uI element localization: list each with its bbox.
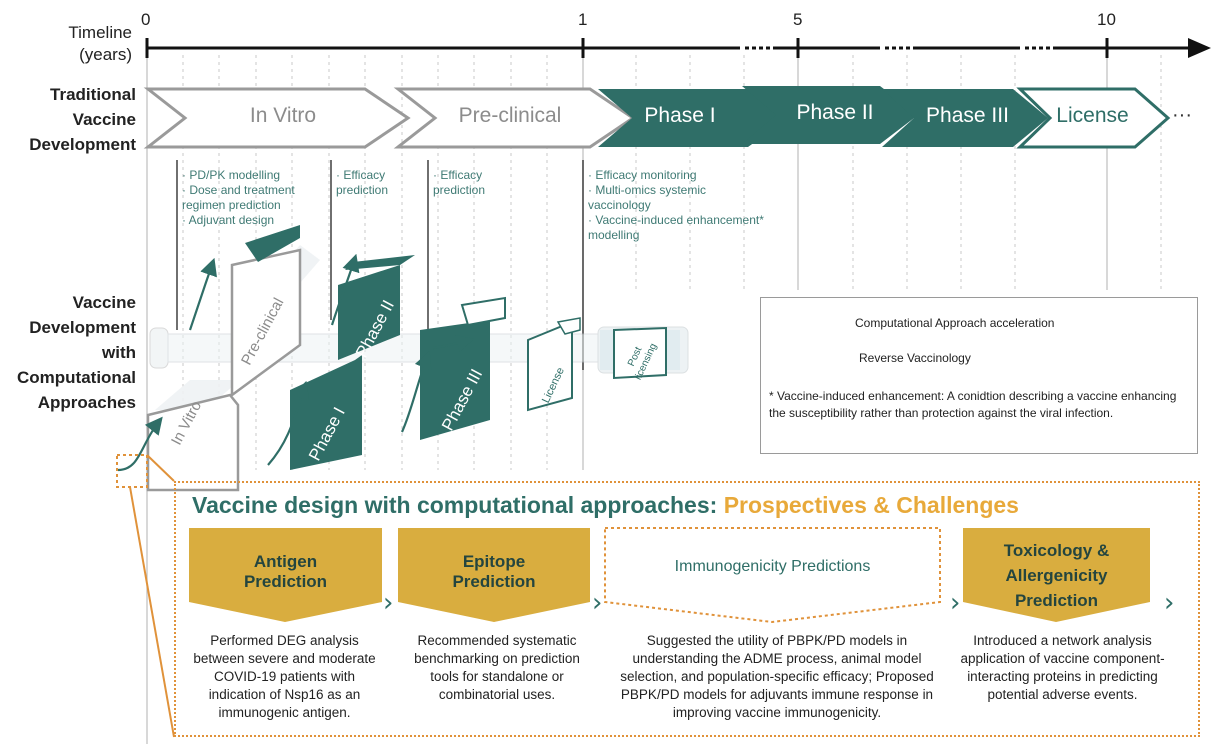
toxicology-desc: Introduced a network analysis applicatio… — [960, 633, 1165, 702]
stage-phase-iii: Phase III — [926, 104, 1009, 127]
stage-pre-clinical: Pre-clinical — [458, 104, 562, 127]
toxicology-label: Toxicology & Allergenicity Prediction — [1003, 541, 1110, 610]
bottom-shields — [189, 527, 1150, 624]
immunogenicity-label: Immunogenicity Predictions — [674, 558, 871, 575]
immunogenicity-desc: Suggested the utility of PBPK/PD models … — [620, 633, 934, 720]
epitope-prediction-label: Epitope Prediction — [452, 552, 536, 591]
row-label-computational: Vaccine Development with Computational A… — [17, 293, 136, 412]
stage-license: License — [1056, 104, 1129, 127]
note-item: · Dose and treatment regimen prediction — [182, 183, 295, 212]
timeline-axis — [145, 38, 1211, 58]
legend-shield-label: Reverse Vaccinology — [859, 351, 971, 365]
epitope-prediction-desc: Recommended systematic benchmarking on p… — [414, 633, 580, 702]
separator-chevron-1: › — [383, 588, 394, 618]
notes-clinical: · Efficacy monitoring · Multi-omics syst… — [588, 168, 788, 243]
row-label-traditional: Traditional Vaccine Development — [29, 85, 136, 154]
separator-chevron-2: › — [592, 588, 603, 618]
antigen-prediction-label: Antigen Prediction — [243, 552, 328, 591]
note-item: · Efficacy monitoring — [588, 168, 697, 182]
note-item: · PD/PK modelling — [182, 168, 281, 182]
traditional-chevrons — [143, 86, 1171, 149]
notes-in-vitro: · PD/PK modelling · Dose and treatment r… — [182, 168, 332, 228]
bottom-title-b: Prospectives & Challenges — [723, 492, 1019, 518]
stage-in-vitro: In Vitro — [249, 104, 317, 127]
legend-arrow-label: Computational Approach acceleration — [855, 316, 1055, 330]
bottom-title-a: Vaccine design with computational approa… — [192, 492, 718, 518]
stage-phase-ii: Phase II — [796, 101, 874, 124]
tick-0: 0 — [141, 10, 151, 29]
syringe — [149, 326, 689, 374]
tick-10: 10 — [1097, 10, 1116, 29]
zoom-indicator — [116, 454, 175, 738]
separator-chevron-3: › — [950, 588, 961, 618]
note-item: · Adjuvant design — [182, 213, 275, 227]
bottom-panel — [174, 481, 1200, 737]
legend-footnote: * Vaccine-induced enhancement: A conidti… — [769, 389, 1177, 420]
legend-box: Computational Approach acceleration Reve… — [760, 297, 1198, 454]
notes-in-vitro-2: · Efficacy prediction — [336, 168, 389, 197]
antigen-prediction-desc: Performed DEG analysis between severe an… — [193, 633, 376, 720]
note-item: · Multi-omics systemic vaccinology — [588, 183, 707, 212]
ellipsis-icon: ··· — [1172, 104, 1192, 126]
timeline-label: Timeline (years) — [68, 23, 132, 64]
note-item: · Vaccine-induced enhancement* modelling — [588, 213, 764, 242]
stage-phase-i: Phase I — [644, 104, 716, 127]
notes-pre-clinical: · Efficacy prediction — [433, 168, 486, 197]
tick-5: 5 — [793, 10, 803, 29]
tick-1: 1 — [578, 10, 588, 29]
bottom-title: Vaccine design with computational approa… — [192, 492, 1019, 519]
separator-chevron-4: › — [1164, 588, 1175, 618]
acceleration-arrows — [117, 253, 475, 472]
